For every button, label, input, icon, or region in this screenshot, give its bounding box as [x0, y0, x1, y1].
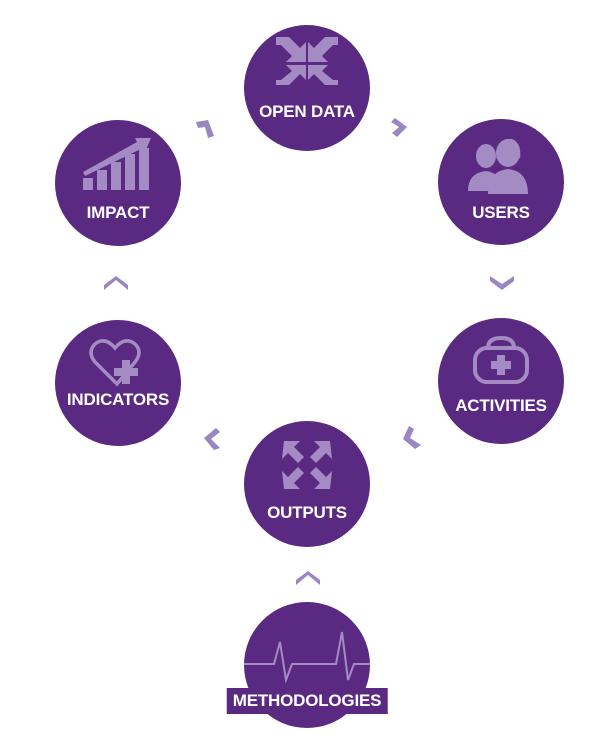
- node-label: USERS: [472, 203, 530, 222]
- node-label: IMPACT: [86, 203, 150, 222]
- chevron-up-icon: [296, 571, 320, 585]
- node-users: USERS: [438, 119, 564, 245]
- chevron-left-icon: [204, 428, 220, 450]
- node-indicators: INDICATORS: [55, 320, 181, 446]
- node-outputs: OUTPUTS: [244, 421, 370, 547]
- node-label: OPEN DATA: [259, 102, 355, 121]
- chevron-down-icon: [490, 276, 514, 290]
- node-activities: ACTIVITIES: [438, 318, 564, 444]
- chevron-up-icon: [104, 276, 128, 290]
- node-label: INDICATORS: [66, 390, 170, 409]
- compress-arrows-icon: [276, 37, 338, 85]
- heartbeat-icon: [244, 631, 370, 684]
- medical-bag-icon: [473, 335, 529, 384]
- node-impact: IMPACT: [55, 120, 181, 246]
- node-label: METHODOLOGIES: [226, 688, 388, 714]
- node-label: OUTPUTS: [267, 503, 347, 522]
- node-methodologies: METHODOLOGIES: [226, 602, 388, 728]
- chevron-left-icon: [403, 426, 421, 449]
- expand-arrows-icon: [282, 441, 332, 489]
- heart-plus-icon: [89, 339, 141, 387]
- node-open-data: OPEN DATA: [244, 25, 370, 151]
- users-icon: [468, 138, 528, 194]
- growth-chart-icon: [83, 138, 151, 190]
- chevron-right-icon: [196, 120, 214, 138]
- chevron-right-icon: [391, 118, 407, 137]
- node-label: ACTIVITIES: [455, 396, 547, 415]
